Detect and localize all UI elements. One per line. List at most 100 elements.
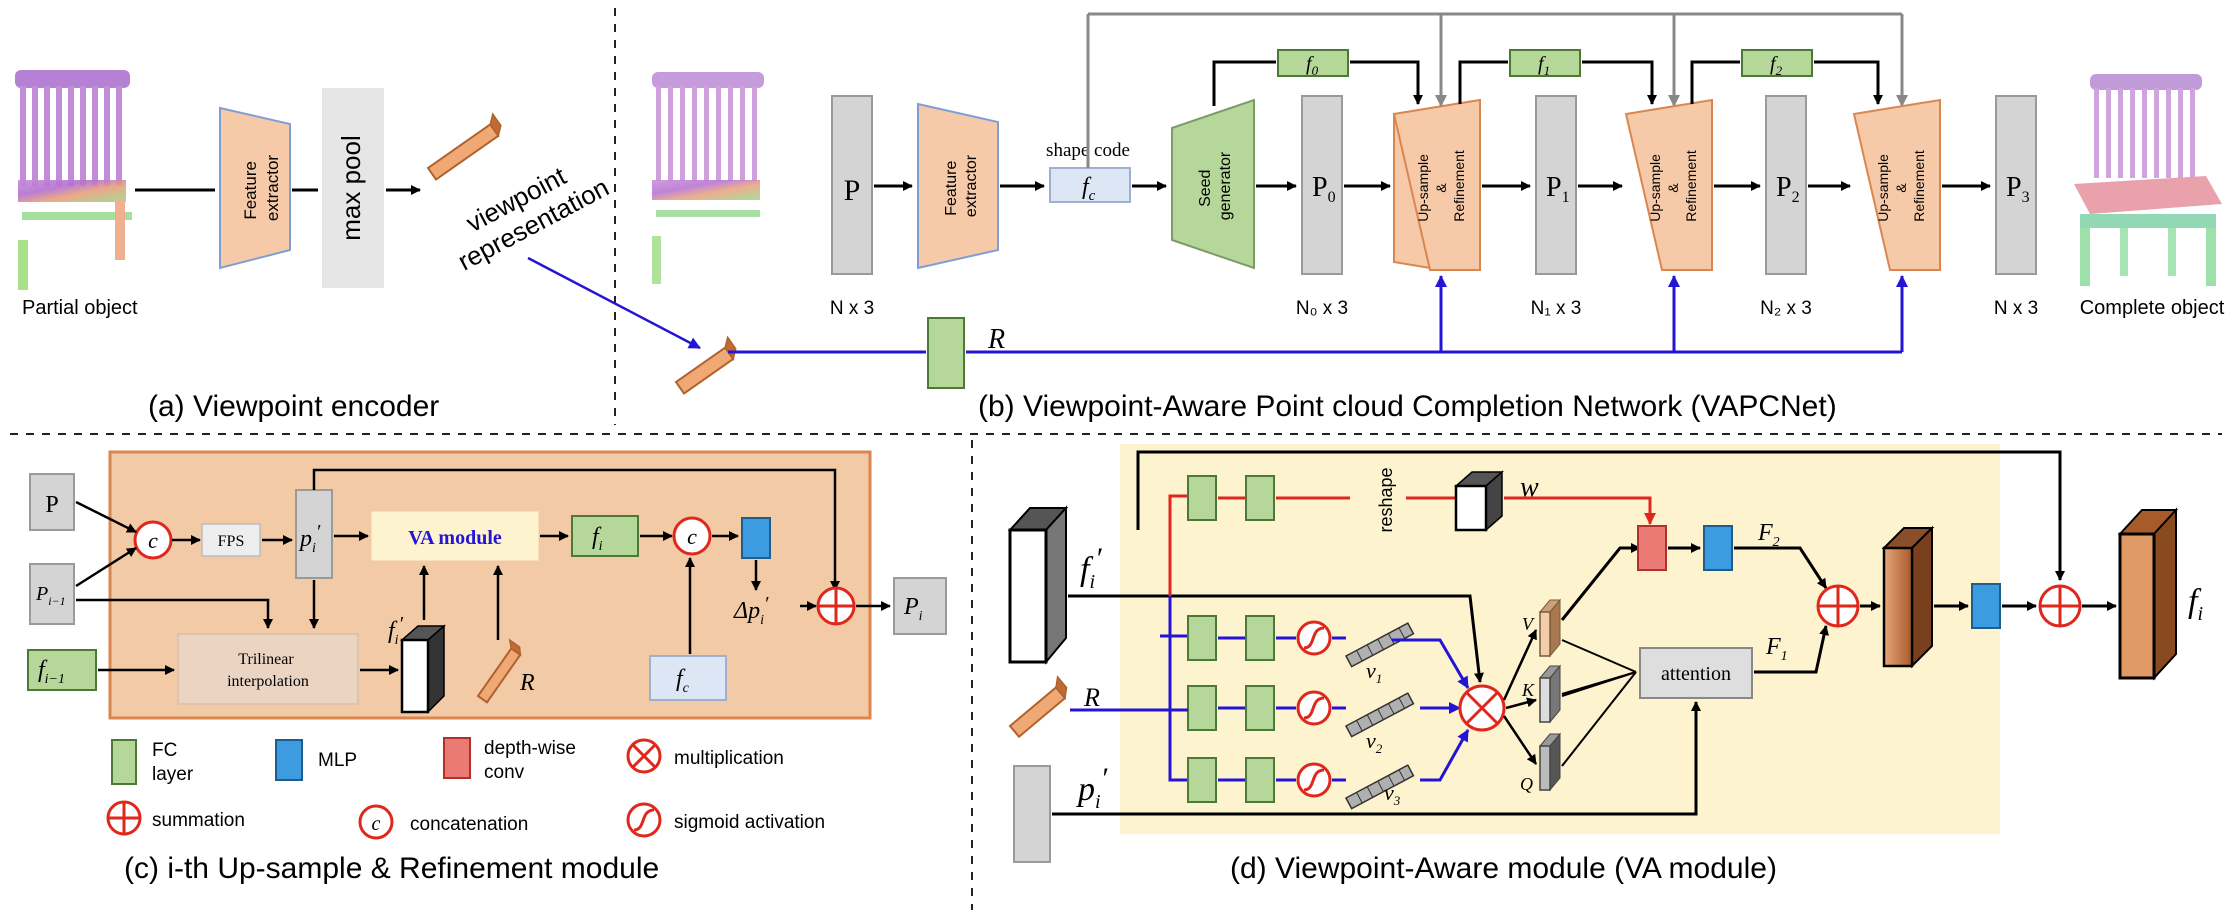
d-multiplication — [1458, 684, 1506, 732]
concatenation-icon: c — [358, 804, 394, 840]
d-fi-output-block — [2117, 507, 2179, 681]
V-cube — [1538, 598, 1562, 658]
input-P-label: P — [844, 174, 861, 207]
d-sigmoid-2 — [1296, 690, 1332, 726]
legend-fc-label: FC layer — [152, 740, 194, 785]
partial-object-label: Partial object — [22, 297, 138, 319]
max-pool-box — [322, 88, 384, 288]
c-concat-1-label: c — [148, 528, 158, 553]
va-module-box — [371, 511, 539, 561]
c-concat-2 — [672, 516, 712, 556]
va-module-label: VA module — [408, 527, 502, 549]
P3-label: P3 — [2006, 172, 2030, 206]
f0-box — [1277, 49, 1349, 77]
legend-concatenation-label: concatenation — [410, 814, 528, 835]
P0-box — [1301, 95, 1343, 275]
c-fc-box — [649, 655, 727, 701]
sigmoid-icon — [626, 802, 662, 838]
legend-mlp-swatch — [275, 739, 303, 781]
f0-label: f0 — [1306, 53, 1319, 78]
c-concat-1 — [133, 520, 173, 560]
d-mlp-2 — [1971, 583, 2001, 629]
panel-a-caption: (a) Viewpoint encoder — [148, 390, 439, 423]
upsample-1-label: Up-sample & Refinement — [1415, 150, 1467, 222]
d-fc-r3-2 — [1245, 757, 1275, 803]
V-label: V — [1522, 614, 1535, 634]
P2-box — [1765, 95, 1807, 275]
feature-extractor-a — [219, 106, 291, 270]
v3-vector — [1344, 764, 1415, 810]
P0-size: N₀ x 3 — [1296, 298, 1348, 319]
v2-label: v2 — [1366, 728, 1383, 756]
F2-label: F2 — [1757, 520, 1780, 550]
panel-b: P N x 3 Feature extractor shape code fc … — [652, 12, 2225, 423]
d-pi-prime-box — [1013, 765, 1051, 863]
c-Pprev-box — [29, 563, 75, 625]
P3-box — [1995, 95, 2037, 275]
d-summation-1 — [1816, 584, 1860, 628]
input-object-image — [652, 72, 764, 284]
d-fc-r1-2 — [1245, 615, 1275, 661]
legend-multiplication-label: multiplication — [674, 748, 784, 769]
trilinear-box — [177, 633, 359, 705]
partial-object-image — [15, 70, 132, 290]
shape-code-fc: fc — [1082, 174, 1096, 204]
P1-box — [1535, 95, 1577, 275]
panel-b-caption: (b) Viewpoint-Aware Point cloud Completi… — [978, 390, 1837, 423]
c-fi-label: fi — [592, 524, 603, 554]
reshape-label: reshape — [1376, 467, 1396, 532]
R-fc-box — [927, 317, 965, 389]
input-P-box — [831, 95, 873, 275]
K-cube — [1538, 664, 1562, 724]
d-fc-r2-2 — [1245, 685, 1275, 731]
Q-cube — [1538, 732, 1562, 792]
c-Pi-box — [893, 577, 947, 635]
attention-label: attention — [1661, 663, 1731, 685]
d-sigmoid-1 — [1296, 620, 1332, 656]
c-fi-prime-cube — [400, 624, 446, 714]
v3-label: v3 — [1384, 780, 1401, 808]
c-R-label: R — [519, 670, 535, 696]
d-fc-top-1 — [1187, 475, 1217, 521]
d-fi-output-label: fi — [2188, 583, 2203, 625]
c-fi-box — [571, 515, 639, 557]
P0-label: P0 — [1312, 172, 1336, 206]
viewpoint-representation-label: viewpoint representation — [439, 145, 614, 276]
max-pool-label: max pool — [336, 135, 366, 241]
c-summation — [816, 586, 856, 626]
c-R-bar — [476, 638, 522, 704]
legend: FC layer MLP depth-wise conv multiplicat… — [106, 737, 825, 840]
P1-label: P1 — [1546, 172, 1570, 206]
legend-mlp-label: MLP — [318, 750, 357, 771]
viewpoint-representation-b — [674, 335, 737, 395]
K-label: K — [1521, 680, 1535, 700]
F1-label: F1 — [1765, 634, 1788, 664]
P1-size: N₁ x 3 — [1531, 298, 1582, 319]
legend-sigmoid-label: sigmoid activation — [674, 812, 825, 833]
complete-object-image — [2074, 74, 2222, 286]
panel-a: Partial object Feature extractor max poo… — [15, 70, 701, 423]
upsample-refinement-2 — [1624, 98, 1713, 271]
fps-label: FPS — [218, 533, 245, 550]
d-fi-prime-block — [1007, 505, 1069, 665]
c-fprev-box — [27, 649, 97, 691]
P3-size: N x 3 — [1994, 298, 2038, 319]
c-Pprev-label: Pi−1 — [35, 583, 66, 608]
feature-extractor-b — [917, 102, 999, 270]
d-sigmoid-3 — [1296, 762, 1332, 798]
d-R-bar — [1008, 675, 1068, 739]
f1-box — [1509, 49, 1581, 77]
summation-icon — [106, 800, 142, 836]
seed-generator — [1171, 98, 1255, 270]
f2-label: f2 — [1770, 53, 1783, 78]
v1-vector — [1344, 622, 1415, 668]
legend-depthwise-label: depth-wise conv — [484, 738, 581, 783]
P2-label: P2 — [1776, 172, 1800, 206]
w-cube — [1454, 470, 1504, 532]
shape-code-box — [1049, 167, 1131, 203]
viewpoint-representation-icon — [426, 112, 502, 181]
upsample-2-label: Up-sample & Refinement — [1647, 150, 1699, 222]
w-label: w — [1520, 472, 1539, 503]
multiplication-icon — [626, 738, 662, 774]
d-summation-2 — [2038, 584, 2082, 628]
